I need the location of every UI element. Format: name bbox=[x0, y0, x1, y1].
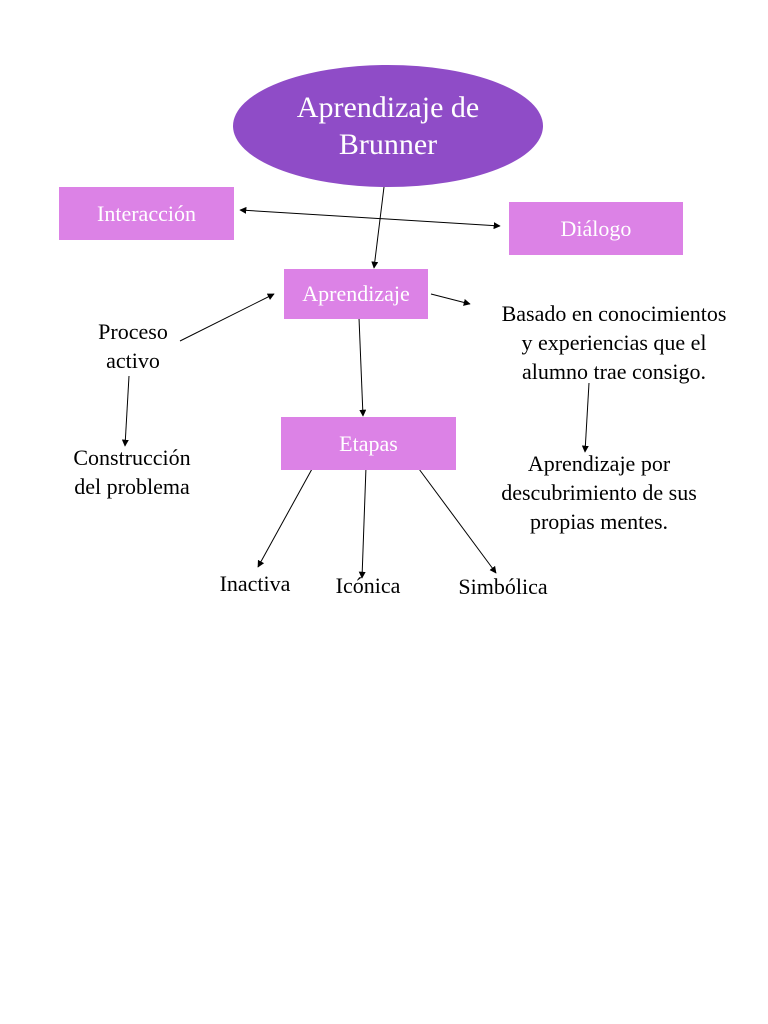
construccion-line-1: Construcción bbox=[73, 445, 191, 470]
title-line-2: Brunner bbox=[338, 128, 438, 161]
arrow-title-aprendizaje bbox=[371, 186, 385, 269]
arrow-aprendizaje-basado bbox=[430, 293, 471, 306]
etapas-label: Etapas bbox=[339, 430, 398, 456]
interaccion-box: Interacción bbox=[59, 187, 234, 240]
basado-line-3: alumno trae consigo. bbox=[522, 359, 706, 384]
descubrimiento-line-2: descubrimiento de sus bbox=[501, 480, 697, 505]
arrow-proceso-aprendizaje bbox=[179, 293, 275, 342]
arrow-interaccion-dialogo bbox=[239, 206, 501, 230]
simbolica-text: Simbólica bbox=[458, 574, 548, 599]
basado-line-1: Basado en conocimientos bbox=[501, 301, 727, 326]
descubrimiento-line-3: propias mentes. bbox=[529, 509, 669, 534]
arrow-basado-descubrimiento bbox=[581, 382, 590, 453]
proceso-line-1: Proceso bbox=[98, 319, 168, 344]
arrow-etapas-inactiva bbox=[257, 468, 313, 568]
basado-text: Basado en conocimientos y experiencias q… bbox=[478, 299, 750, 386]
iconica-text: Icónica bbox=[335, 573, 401, 598]
arrow-etapas-iconica bbox=[358, 466, 367, 579]
interaccion-label: Interacción bbox=[97, 200, 196, 226]
diagram-title: Aprendizaje de Brunner bbox=[278, 89, 498, 163]
proceso-line-2: activo bbox=[106, 348, 160, 373]
descubrimiento-text: Aprendizaje por descubrimiento de sus pr… bbox=[478, 449, 720, 536]
proceso-activo-text: Proceso activo bbox=[78, 317, 188, 375]
inactiva-text: Inactiva bbox=[219, 571, 291, 596]
basado-line-2: y experiencias que el bbox=[521, 330, 707, 355]
dialogo-box: Diálogo bbox=[509, 202, 683, 255]
arrow-aprendizaje-etapas bbox=[358, 317, 367, 417]
arrow-proceso-construccion bbox=[121, 375, 130, 447]
dialogo-label: Diálogo bbox=[560, 215, 632, 241]
etapas-box: Etapas bbox=[281, 417, 456, 470]
aprendizaje-label: Aprendizaje bbox=[302, 281, 410, 306]
construccion-line-2: del problema bbox=[74, 474, 190, 499]
construccion-text: Construcción del problema bbox=[52, 443, 212, 501]
aprendizaje-box: Aprendizaje bbox=[284, 269, 428, 319]
descubrimiento-line-1: Aprendizaje por bbox=[527, 451, 671, 476]
title-line-1: Aprendizaje de bbox=[296, 91, 480, 124]
title-oval: Aprendizaje de Brunner bbox=[233, 65, 543, 187]
